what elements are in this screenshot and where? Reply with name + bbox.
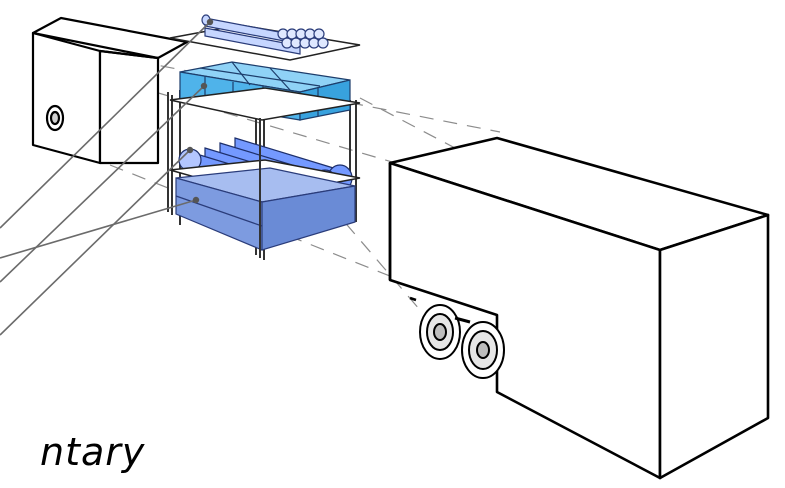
small-truck-icon	[33, 18, 187, 163]
caption-text: ntary	[40, 430, 145, 474]
projection-line	[360, 98, 455, 148]
pipe-ends	[278, 29, 328, 48]
wheel-icon	[462, 322, 504, 378]
small-truck-wheel-icon	[47, 106, 63, 130]
leader-line	[0, 150, 190, 335]
large-truck-wheels	[420, 305, 504, 378]
large-truck-end	[660, 215, 768, 478]
small-truck-rear	[100, 51, 158, 163]
small-truck-side	[33, 33, 100, 163]
wheel-icon	[420, 305, 460, 359]
leader-line	[0, 200, 196, 258]
base-tray	[176, 168, 355, 250]
